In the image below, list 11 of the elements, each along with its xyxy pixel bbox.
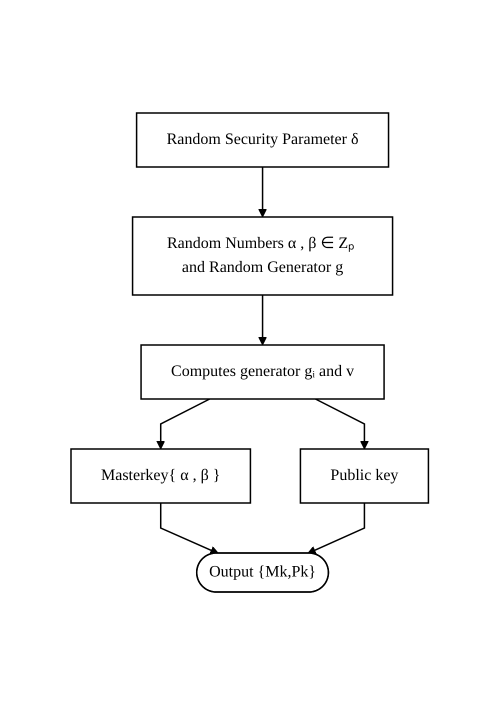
node-box: Random Numbers α , β ∈ Zₚ and Random Generator g (132, 216, 394, 296)
node-box: Masterkey{ α , β } (70, 448, 252, 504)
node-box: Random Security Parameter δ (136, 112, 390, 168)
arrow (315, 398, 370, 449)
arrow (160, 502, 220, 554)
node-box: Public key (300, 448, 430, 504)
arrow (156, 398, 210, 449)
arrow (308, 502, 366, 554)
arrow (258, 294, 268, 345)
node-box: Computes generator gᵢ and v (140, 344, 386, 400)
arrow (258, 166, 268, 217)
